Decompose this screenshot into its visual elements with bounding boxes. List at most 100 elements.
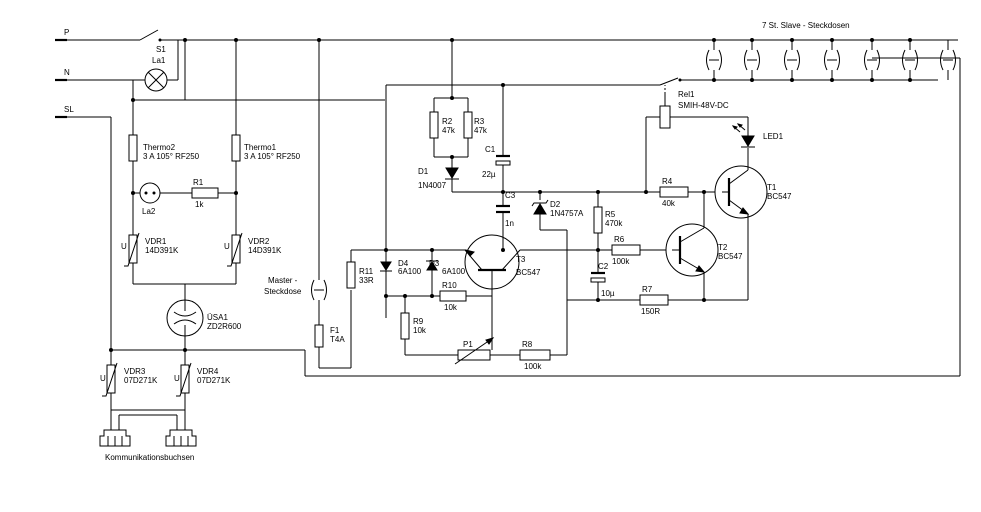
c3-name: C3 — [505, 191, 516, 200]
resistor-r6: R6 100k — [611, 235, 641, 266]
vdr4-name: VDR4 — [197, 367, 219, 376]
p1-name: P1 — [463, 340, 473, 349]
slave-socket-7 — [940, 40, 956, 80]
r6-name: R6 — [614, 235, 625, 244]
f1-value: T4A — [330, 335, 345, 344]
t3-value: BC547 — [516, 268, 541, 277]
varistor-vdr2: U VDR2 14D391K — [224, 232, 282, 267]
slave-socket-6 — [902, 40, 918, 80]
d3-value: 6A100 — [442, 267, 466, 276]
c2-value: 10µ — [601, 289, 615, 298]
c1-value: 22µ — [482, 170, 496, 179]
r3-value: 47k — [474, 126, 488, 135]
usa1-value: ZD2R600 — [207, 322, 242, 331]
slave-socket-5 — [864, 40, 880, 80]
varistor-vdr4: U VDR4 07D271K — [174, 362, 231, 397]
thermo1-fuse: Thermo1 3 A 105° RF250 — [231, 134, 301, 162]
d1-name: D1 — [418, 167, 429, 176]
rel1-name: Rel1 — [678, 90, 695, 99]
d2-name: D2 — [550, 200, 561, 209]
d1-value: 1N4007 — [418, 181, 447, 190]
diode-d1: D1 1N4007 — [418, 167, 459, 190]
r10-name: R10 — [442, 281, 457, 290]
thermo1-name: Thermo1 — [244, 143, 277, 152]
r11-name: R11 — [359, 267, 374, 276]
t2-value: BC547 — [718, 252, 743, 261]
transistor-t3: T3 BC547 — [464, 234, 541, 296]
rail-p-label: P — [64, 28, 69, 37]
r9-name: R9 — [413, 317, 424, 326]
vdr2-value: 14D391K — [248, 246, 282, 255]
transistor-t1: T1 BC547 — [714, 165, 792, 219]
vdr3-name: VDR3 — [124, 367, 146, 376]
c3-value: 1n — [505, 219, 514, 228]
resistor-r10: R10 10k — [439, 281, 467, 312]
comm-jack-right — [165, 429, 197, 447]
vdr2-name: VDR2 — [248, 237, 270, 246]
vdr2-u: U — [224, 242, 230, 251]
r7-name: R7 — [642, 285, 653, 294]
d3-name: D3 — [429, 259, 440, 268]
r8-value: 100k — [524, 362, 542, 371]
resistor-r7: R7 150R — [639, 285, 669, 316]
thermo2-value: 3 A 105° RF250 — [143, 152, 200, 161]
vdr1-value: 14D391K — [145, 246, 179, 255]
t3-name: T3 — [516, 255, 526, 264]
d4-name: D4 — [398, 259, 409, 268]
slave-socket-1 — [706, 40, 722, 80]
resistor-r11: R11 33R — [346, 261, 374, 289]
comm-label: Kommunikationsbuchsen — [105, 453, 194, 462]
la1-label: La1 — [152, 56, 166, 65]
d4-value: 6A100 — [398, 267, 422, 276]
fuse-f1: F1 T4A — [314, 324, 345, 348]
r7-value: 150R — [641, 307, 660, 316]
r1-name: R1 — [193, 178, 204, 187]
switch-s1: S1 — [139, 29, 166, 54]
resistor-r4: R4 40k — [659, 177, 689, 208]
slave-socket-4 — [824, 40, 840, 80]
r5-name: R5 — [605, 210, 616, 219]
r4-name: R4 — [662, 177, 673, 186]
potentiometer-p1: P1 — [454, 337, 495, 365]
r8-name: R8 — [522, 340, 533, 349]
lamp-la2: La2 — [139, 182, 161, 216]
r9-value: 10k — [413, 326, 427, 335]
lamp-la1: La1 — [144, 56, 168, 92]
f1-name: F1 — [330, 326, 340, 335]
r5-value: 470k — [605, 219, 623, 228]
slave-socket-3 — [784, 40, 800, 80]
relay-rel1: Rel1 SMIH-48V-DC — [659, 90, 729, 129]
thermo2-name: Thermo2 — [143, 143, 176, 152]
vdr3-u: U — [100, 374, 106, 383]
vdr1-name: VDR1 — [145, 237, 167, 246]
usa1-name: ÜSA1 — [207, 313, 228, 322]
d2-value: 1N4757A — [550, 209, 584, 218]
slave-title: 7 St. Slave - Steckdosen — [762, 21, 850, 30]
resistor-r8: R8 100k — [519, 340, 551, 371]
thermo2-fuse: Thermo2 3 A 105° RF250 — [128, 134, 200, 162]
t1-value: BC547 — [767, 192, 792, 201]
varistor-vdr1: U VDR1 14D391K — [121, 232, 179, 267]
slave-socket-2 — [744, 40, 760, 80]
resistor-r2: R2 47k — [429, 111, 456, 139]
resistor-r5: R5 470k — [593, 206, 623, 234]
rail-sl: SL — [55, 105, 112, 410]
capacitor-c1: C1 22µ — [482, 145, 511, 179]
r11-value: 33R — [359, 276, 374, 285]
s1-label: S1 — [156, 45, 166, 54]
r3-name: R3 — [474, 117, 485, 126]
led1-name: LED1 — [763, 132, 784, 141]
surge-arrester-usa1: ÜSA1 ZD2R600 — [166, 299, 242, 337]
vdr3-value: 07D271K — [124, 376, 158, 385]
r6-value: 100k — [612, 257, 630, 266]
la2-label: La2 — [142, 207, 156, 216]
thermo1-value: 3 A 105° RF250 — [244, 152, 301, 161]
resistor-r1: R1 1k — [191, 178, 219, 209]
r10-value: 10k — [444, 303, 458, 312]
t2-name: T2 — [718, 243, 728, 252]
r1-value: 1k — [195, 200, 204, 209]
resistor-r9: R9 10k — [400, 312, 427, 340]
r4-value: 40k — [662, 199, 676, 208]
rail-n: N — [55, 40, 179, 82]
